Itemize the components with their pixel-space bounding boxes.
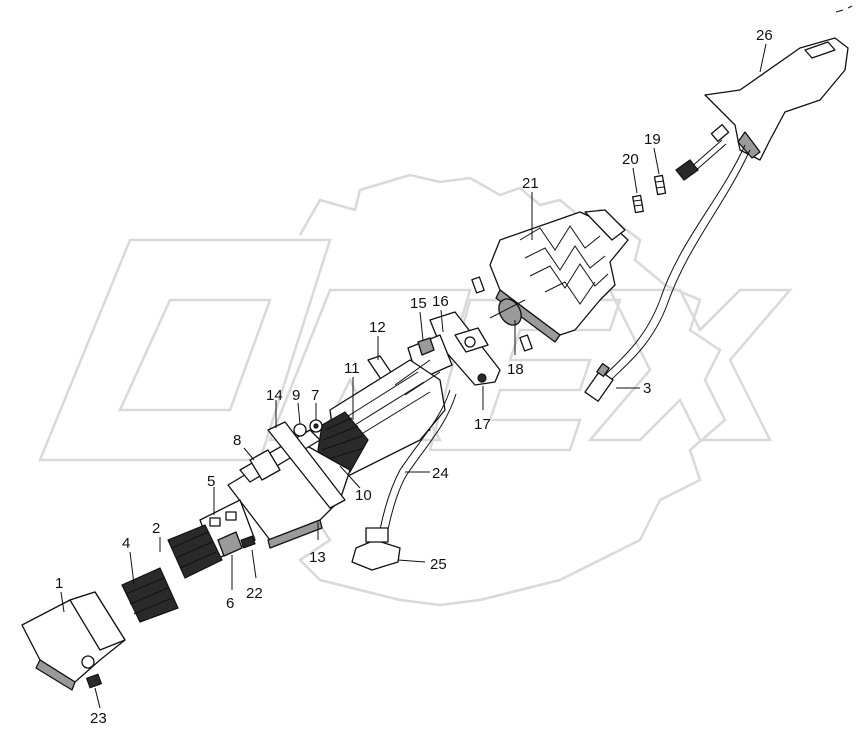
part-8-bracket — [249, 449, 281, 481]
watermark-letter-e — [428, 298, 622, 452]
corner-mark — [835, 5, 853, 13]
label-part-11: 11 — [344, 360, 360, 377]
part-14-plate — [267, 421, 346, 509]
label-part-24: 24 — [432, 465, 449, 482]
handle-bolt-spring — [675, 124, 730, 181]
part-26-handle-grip — [704, 37, 849, 161]
label-part-21: 21 — [522, 175, 539, 192]
watermark-letter-x — [587, 288, 793, 442]
part-6-valve-spool — [217, 531, 243, 557]
label-part-5: 5 — [207, 473, 215, 490]
part-24-cable — [379, 389, 457, 535]
label-part-19: 19 — [644, 131, 661, 148]
part-18-pivot — [471, 276, 533, 352]
part-9-washer — [293, 423, 307, 437]
part-25-connector — [351, 527, 401, 571]
watermark-gear — [298, 173, 727, 607]
label-part-16: 16 — [432, 293, 449, 310]
label-part-22: 22 — [246, 585, 263, 602]
label-part-23: 23 — [90, 710, 107, 727]
label-part-2: 2 — [152, 520, 160, 537]
label-part-8: 8 — [233, 432, 241, 449]
label-part-1: 1 — [55, 575, 63, 592]
label-part-18: 18 — [507, 361, 524, 378]
part-22-pin — [240, 535, 256, 549]
label-part-3: 3 — [643, 380, 651, 397]
leader-lines — [60, 43, 767, 709]
label-part-20: 20 — [622, 151, 639, 168]
label-part-7: 7 — [311, 387, 319, 404]
part-20-screw — [632, 194, 644, 214]
part-7-washer — [309, 419, 323, 433]
label-part-13: 13 — [309, 549, 326, 566]
label-part-9: 9 — [292, 387, 300, 404]
label-part-12: 12 — [369, 319, 386, 336]
label-part-17: 17 — [474, 416, 491, 433]
part-10-spring — [317, 411, 369, 473]
part-1-base-block — [21, 591, 126, 691]
part-16-cam — [454, 327, 489, 353]
label-part-26: 26 — [756, 27, 773, 44]
part-3-cable — [584, 144, 751, 402]
part-23-screw — [85, 673, 103, 689]
label-part-14: 14 — [266, 387, 283, 404]
part-4-spring — [121, 567, 179, 623]
label-part-25: 25 — [430, 556, 447, 573]
label-part-4: 4 — [122, 535, 130, 552]
part-19-screw — [653, 174, 667, 196]
label-part-10: 10 — [355, 487, 372, 504]
label-part-15: 15 — [410, 295, 427, 312]
part-2-spring — [167, 524, 223, 579]
label-part-6: 6 — [226, 595, 234, 612]
part-labels: 1 2 3 4 5 6 7 8 9 10 11 12 13 14 15 16 1… — [55, 27, 773, 727]
